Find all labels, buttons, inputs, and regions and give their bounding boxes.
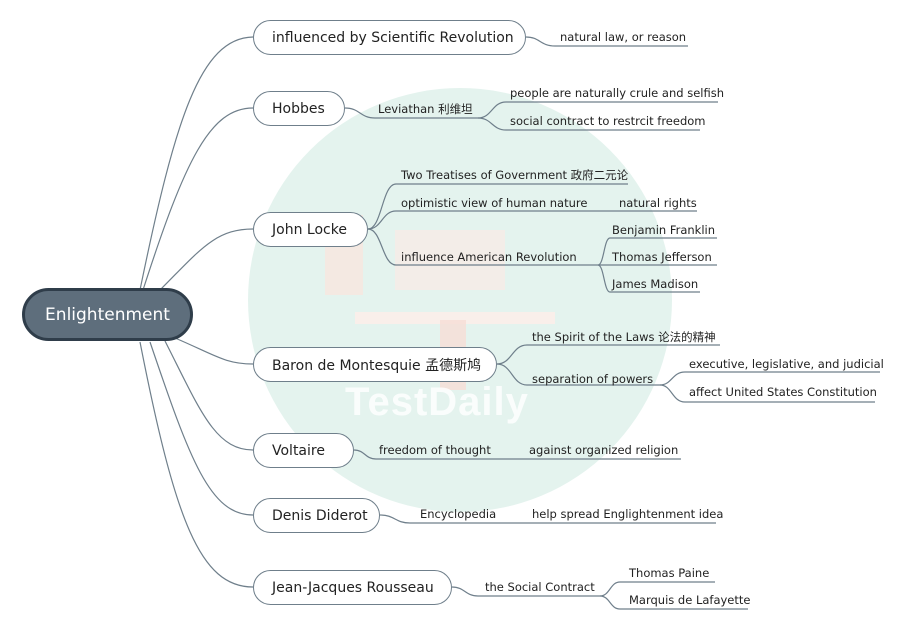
topic-scientific-revolution[interactable]: influenced by Scientific Revolution [253,20,526,55]
detail-crule-selfish[interactable]: people are naturally crule and selfish [510,86,724,100]
topic-hobbes[interactable]: Hobbes [253,91,345,126]
detail-influence-american-revolution[interactable]: influence American Revolution [401,250,577,264]
detail-two-treatises[interactable]: Two Treatises of Government 政府二元论 [401,168,629,182]
detail-three-branches[interactable]: executive, legislative, and judicial [689,357,884,371]
root-node[interactable]: Enlightenment [22,288,193,341]
detail-benjamin-franklin[interactable]: Benjamin Franklin [612,223,716,237]
topic-montesquieu[interactable]: Baron de Montesquie 孟德斯鸠 [253,347,497,382]
detail-natural-rights[interactable]: natural rights [619,196,697,210]
detail-optimistic-view[interactable]: optimistic view of human nature [401,196,588,210]
detail-marquis-de-lafayette[interactable]: Marquis de Lafayette [629,593,751,607]
detail-separation-of-powers[interactable]: separation of powers [532,372,654,386]
topic-rousseau[interactable]: Jean-Jacques Rousseau [253,570,452,605]
detail-encyclopedia[interactable]: Encyclopedia [420,507,497,521]
detail-james-madison[interactable]: James Madison [612,277,699,291]
topic-voltaire[interactable]: Voltaire [253,433,354,468]
detail-against-organized-religion[interactable]: against organized religion [529,443,679,457]
detail-social-contract[interactable]: the Social Contract [485,580,595,594]
topic-john-locke[interactable]: John Locke [253,212,368,247]
watermark-logo [248,88,672,512]
detail-affect-constitution[interactable]: affect United States Constitution [689,385,877,399]
detail-social-contract-restrict[interactable]: social contract to restrcit freedom [510,114,706,128]
detail-spread-enlightenment[interactable]: help spread Englightenment idea [532,507,724,521]
detail-leviathan[interactable]: Leviathan 利维坦 [378,102,473,116]
detail-spirit-of-laws[interactable]: the Spirit of the Laws 论法的精神 [532,330,716,344]
watermark-text: TestDaily [345,380,529,424]
detail-freedom-of-thought[interactable]: freedom of thought [379,443,491,457]
detail-natural-law[interactable]: natural law, or reason [560,30,687,44]
detail-thomas-paine[interactable]: Thomas Paine [629,566,710,580]
topic-denis-diderot[interactable]: Denis Diderot [253,498,380,533]
detail-thomas-jefferson[interactable]: Thomas Jefferson [612,250,712,264]
connector-lines [139,36,880,610]
